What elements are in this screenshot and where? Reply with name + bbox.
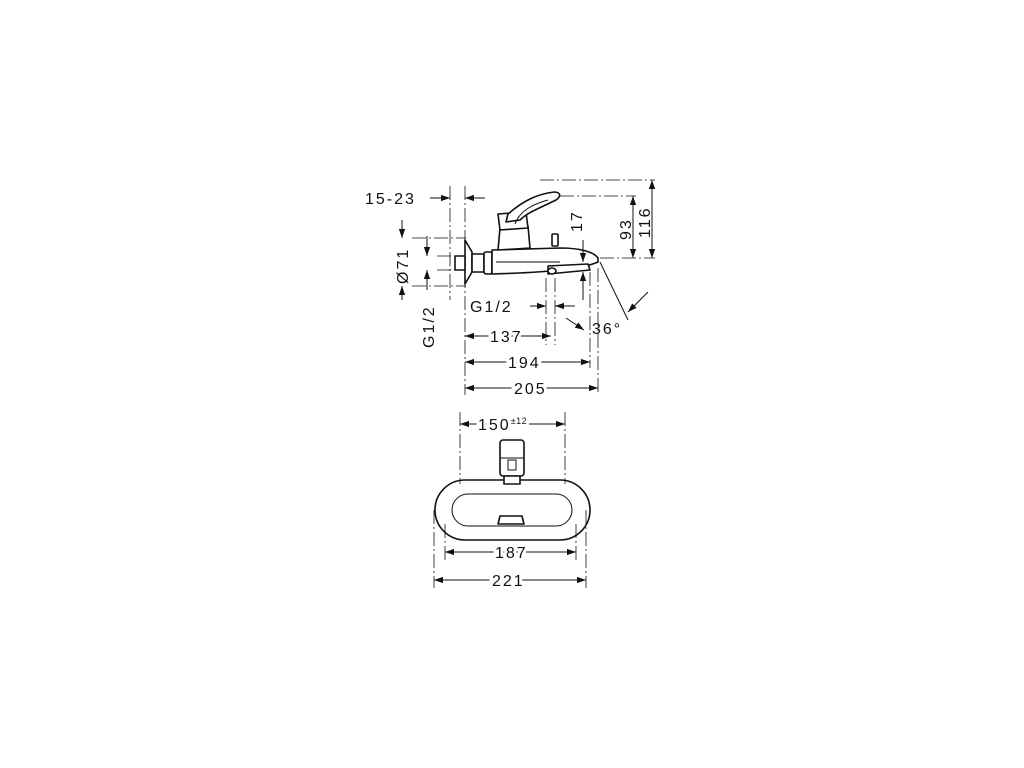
mixer-body — [471, 233, 599, 275]
dim-spout-angle: 36° — [592, 321, 622, 338]
dim-194: 194 — [508, 355, 541, 372]
lever-handle-front — [499, 439, 525, 485]
dim-93: 93 — [618, 218, 635, 240]
wall-rosette — [454, 239, 473, 285]
dim-inlet-thread: G1/2 — [421, 305, 438, 348]
side-view: 15-23 Ø71 G1/2 G1/2 17 93 116 36° 137 — [365, 179, 656, 401]
dim-187: 187 — [495, 545, 528, 562]
lever-handle — [497, 191, 561, 251]
dim-outlet-thread: G1/2 — [470, 299, 513, 316]
dim-116: 116 — [637, 206, 654, 238]
front-view: 150±12 187 221 — [433, 412, 591, 593]
dim-150: 150 — [478, 417, 511, 434]
dim-150-tolerance: ±12 — [511, 416, 527, 426]
dim-150-label: 150±12 — [478, 416, 527, 434]
dim-205: 205 — [514, 381, 547, 398]
dim-wall-distance: 15-23 — [365, 191, 416, 208]
dim-221: 221 — [492, 573, 525, 590]
dim-17: 17 — [569, 210, 586, 232]
dim-137: 137 — [490, 329, 523, 346]
dim-rosette-diameter: Ø71 — [395, 248, 412, 284]
mixer-front-body — [434, 479, 591, 541]
